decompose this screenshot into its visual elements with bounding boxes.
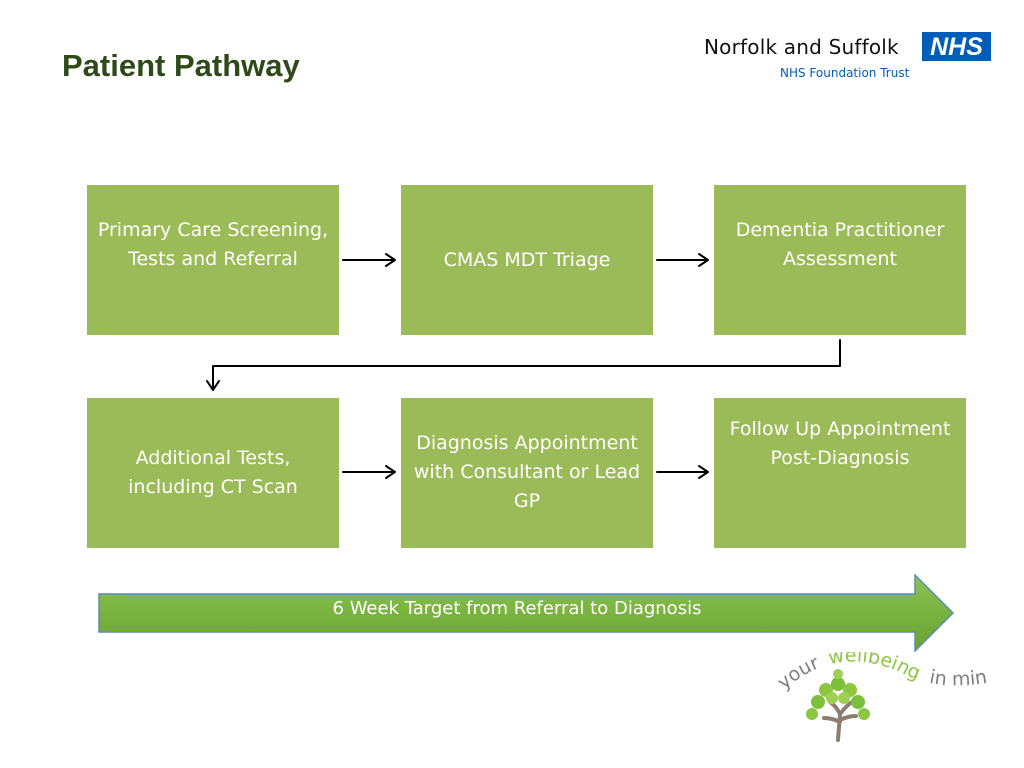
nhs-logo: NHS	[922, 32, 991, 61]
pathway-step-label: Diagnosis Appointment with Consultant or…	[413, 431, 641, 512]
pathway-step-mdt-triage: CMAS MDT Triage	[401, 185, 653, 335]
arrow-step5-to-step6	[656, 465, 709, 479]
wellbeing-logo-text: your wellbeing in mind	[776, 652, 988, 694]
tree-icon	[806, 669, 870, 742]
pathway-step-label: Follow Up Appointment Post-Diagnosis	[729, 418, 951, 469]
pathway-step-label: Additional Tests, including CT Scan	[128, 447, 298, 498]
org-name: Norfolk and Suffolk	[704, 35, 899, 59]
target-banner-arrow	[98, 574, 955, 652]
page-title: Patient Pathway	[62, 48, 300, 83]
connector-step3-to-step4	[206, 339, 841, 391]
target-banner-text: 6 Week Target from Referral to Diagnosis	[332, 598, 702, 619]
nhs-logo-text: NHS	[930, 33, 983, 61]
wellbeing-tree-logo: your wellbeing in mind	[776, 652, 988, 742]
pathway-step-label: Dementia Practitioner Assessment	[735, 219, 945, 270]
pathway-step-primary-care: Primary Care Screening, Tests and Referr…	[87, 185, 339, 335]
org-subtitle: NHS Foundation Trust	[780, 66, 910, 80]
pathway-step-additional-tests: Additional Tests, including CT Scan	[87, 398, 339, 548]
pathway-step-diagnosis-appointment: Diagnosis Appointment with Consultant or…	[401, 398, 653, 548]
pathway-step-label: Primary Care Screening, Tests and Referr…	[97, 219, 329, 270]
arrow-step4-to-step5	[342, 465, 396, 479]
pathway-step-follow-up: Follow Up Appointment Post-Diagnosis	[714, 398, 966, 548]
arrow-step2-to-step3	[656, 253, 709, 267]
pathway-step-label: CMAS MDT Triage	[443, 248, 611, 271]
arrow-step1-to-step2	[342, 253, 396, 267]
pathway-step-practitioner-assessment: Dementia Practitioner Assessment	[714, 185, 966, 335]
